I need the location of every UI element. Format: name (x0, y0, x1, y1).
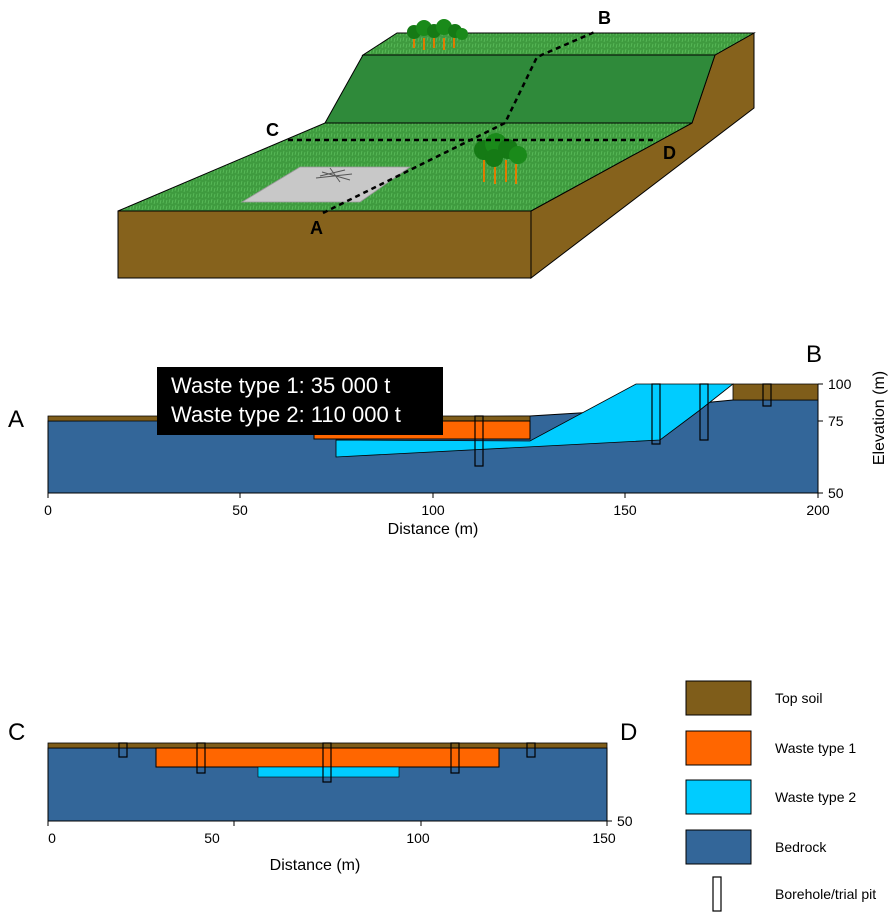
cd-waste-type-2 (257, 766, 400, 778)
ab-waste-type-2 (335, 383, 735, 458)
ab-ytick-50: 50 (828, 485, 844, 501)
cd-topsoil (47, 742, 608, 749)
cd-borehole-20 (118, 742, 128, 758)
block-diagram: A B C D (117, 8, 756, 280)
ab-x-label: Distance (m) (388, 521, 479, 538)
ab-ytick-75: 75 (828, 413, 844, 429)
tree-cluster-upper (407, 19, 468, 50)
ab-end-label: B (806, 341, 822, 368)
legend-label-top-soil: Top soil (775, 690, 822, 706)
ab-borehole-173 (699, 383, 709, 441)
cd-start-label: C (8, 719, 25, 746)
section-line-ab (322, 29, 598, 215)
cd-xtick-50: 50 (204, 830, 220, 846)
ab-topsoil-upper (732, 383, 819, 401)
ab-borehole-188 (762, 383, 772, 407)
block-label-b: B (598, 8, 611, 28)
ab-xtick-0: 0 (44, 502, 52, 518)
cd-ytick-50: 50 (617, 813, 633, 829)
block-label-c: C (266, 120, 279, 140)
legend-swatch-waste-type-2 (685, 779, 752, 815)
block-front-face (117, 210, 532, 279)
legend-label-waste-type-1: Waste type 1 (775, 740, 856, 756)
debris-pile (315, 167, 353, 183)
waste-tonnage-box (157, 367, 443, 435)
cd-end-label: D (620, 719, 637, 746)
legend-swatch-borehole (712, 876, 722, 912)
cd-xtick-150: 150 (592, 830, 616, 846)
cd-x-label: Distance (m) (270, 857, 361, 874)
cd-borehole-75 (322, 742, 332, 783)
ab-xtick-150: 150 (613, 502, 637, 518)
section-cd: 0 50 100 150 Distance (m) 50 C D (8, 719, 637, 874)
ab-y-label: Elevation (m) (871, 371, 888, 465)
cd-borehole-109 (450, 742, 460, 774)
ab-xtick-100: 100 (421, 502, 445, 518)
legend-swatch-waste-type-1 (685, 730, 752, 766)
ab-ytick-100: 100 (828, 376, 852, 392)
slope-face (324, 54, 716, 124)
cd-borehole-41 (196, 742, 206, 774)
ab-start-label: A (8, 406, 24, 433)
ab-borehole-162 (651, 383, 661, 445)
legend-label-waste-type-2: Waste type 2 (775, 789, 856, 805)
upper-terrace (361, 32, 756, 56)
legend-swatch-top-soil (685, 680, 752, 716)
legend-swatch-bedrock (685, 829, 752, 865)
legend-label-bedrock: Bedrock (775, 839, 827, 855)
tree-cluster-lower (474, 133, 527, 184)
cd-xtick-100: 100 (406, 830, 430, 846)
cd-waste-type-1 (155, 747, 500, 768)
legend-label-borehole: Borehole/trial pit (775, 886, 876, 902)
ab-borehole-117 (474, 415, 484, 467)
legend: Top soil Waste type 1 Waste type 2 Bedro… (685, 680, 876, 912)
waste-tonnage-line-2: Waste type 2: 110 000 t (171, 402, 401, 427)
cd-borehole-129 (526, 742, 536, 758)
ab-xtick-200: 200 (806, 502, 830, 518)
ab-xtick-50: 50 (232, 502, 248, 518)
block-label-a: A (310, 218, 323, 238)
block-label-d: D (663, 143, 676, 163)
waste-site-patch (240, 166, 412, 203)
section-ab: 0 50 100 150 200 Distance (m) 100 75 50 … (8, 341, 888, 538)
waste-tonnage-line-1: Waste type 1: 35 000 t (171, 373, 390, 398)
cd-xtick-0: 0 (48, 830, 56, 846)
